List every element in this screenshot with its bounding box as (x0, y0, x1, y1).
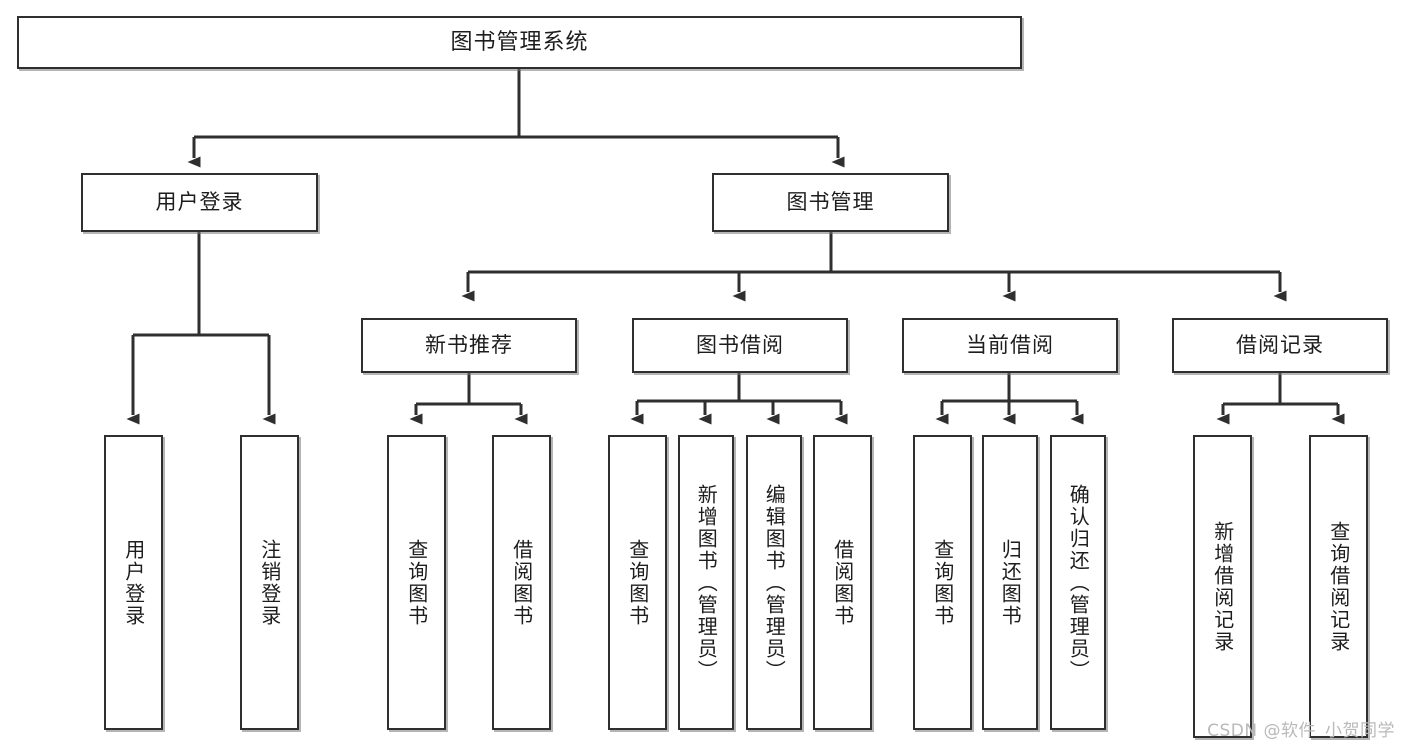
node-label: 新增借阅记录 (1210, 520, 1235, 653)
leaf-node-confirm-return-admin[interactable]: 确认归还（管理员） (1050, 435, 1106, 730)
node-label: 借阅图书 (830, 538, 855, 627)
node-label: 查询图书 (625, 538, 650, 627)
leaf-node-return-book[interactable]: 归还图书 (982, 435, 1038, 730)
node-label: 新书推荐 (425, 333, 513, 358)
leaf-node-logout[interactable]: 注销登录 (240, 435, 299, 730)
watermark-text: CSDN @软件_小贺同学 (1207, 721, 1395, 741)
leaf-node-add-book-admin[interactable]: 新增图书（管理员） (678, 435, 734, 730)
node-user-login[interactable]: 用户登录 (81, 173, 318, 232)
node-label: 借阅记录 (1236, 333, 1324, 358)
node-label: 归还图书 (998, 538, 1023, 627)
node-book-management[interactable]: 图书管理 (712, 173, 949, 232)
node-borrow-record[interactable]: 借阅记录 (1172, 318, 1388, 373)
node-label: 借阅图书 (509, 538, 534, 627)
leaf-node-borrow-book-2[interactable]: 借阅图书 (813, 435, 872, 730)
leaf-node-user-login[interactable]: 用户登录 (104, 435, 163, 730)
leaf-node-borrow-book-1[interactable]: 借阅图书 (492, 435, 551, 730)
leaf-node-query-book-1[interactable]: 查询图书 (387, 435, 446, 730)
node-label: 图书管理系统 (450, 29, 589, 55)
node-label: 用户登录 (121, 538, 146, 627)
node-label: 当前借阅 (966, 333, 1054, 358)
leaf-node-add-borrow-record[interactable]: 新增借阅记录 (1193, 435, 1252, 738)
node-label: 查询图书 (930, 538, 955, 627)
leaf-node-query-book-3[interactable]: 查询图书 (913, 435, 972, 730)
node-label: 确认归还（管理员） (1066, 483, 1091, 682)
node-root-book-management-system[interactable]: 图书管理系统 (17, 16, 1022, 69)
node-label: 图书管理 (786, 190, 875, 215)
node-book-borrow[interactable]: 图书借阅 (632, 318, 848, 373)
leaf-node-query-book-2[interactable]: 查询图书 (608, 435, 667, 730)
node-label: 用户登录 (155, 190, 244, 215)
node-new-book-recommendation[interactable]: 新书推荐 (361, 318, 577, 373)
node-label: 编辑图书（管理员） (762, 483, 787, 682)
node-label: 图书借阅 (696, 333, 784, 358)
leaf-node-edit-book-admin[interactable]: 编辑图书（管理员） (746, 435, 802, 730)
node-current-borrow[interactable]: 当前借阅 (902, 318, 1118, 373)
node-label: 注销登录 (257, 538, 282, 627)
node-label: 查询图书 (404, 538, 429, 627)
leaf-node-query-borrow-record[interactable]: 查询借阅记录 (1309, 435, 1368, 738)
node-label: 查询借阅记录 (1326, 520, 1351, 653)
node-label: 新增图书（管理员） (694, 483, 719, 682)
